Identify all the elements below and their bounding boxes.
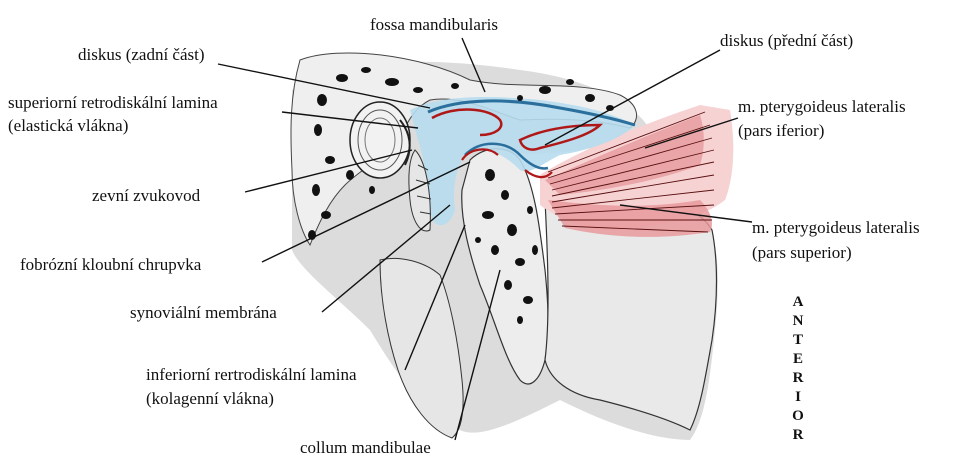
orientation-letter: O [792, 408, 804, 424]
label-collum-mandibulae: collum mandibulae [300, 438, 431, 457]
orientation-letter: R [793, 427, 804, 443]
orientation-letter: N [793, 313, 804, 329]
label-zevni-zvukovod: zevní zvukovod [92, 186, 201, 205]
label-pterygoideus-superior-line2: (pars superior) [752, 243, 852, 262]
label-diskus-zadni: diskus (zadní část) [78, 45, 205, 64]
orientation-letter: I [795, 389, 801, 405]
orientation-letter: E [793, 351, 803, 367]
label-inferiorni-line1: inferiorní rertrodiskální lamina [146, 365, 357, 384]
label-pterygoideus-iferior-line2: (pars iferior) [738, 121, 824, 140]
label-superiorni-line2: (elastická vlákna) [8, 116, 128, 135]
label-pterygoideus-iferior-line1: m. pterygoideus lateralis [738, 97, 906, 116]
ear-canal [350, 102, 410, 178]
orientation-letter: A [793, 294, 804, 310]
label-fossa-mandibularis: fossa mandibularis [370, 15, 498, 34]
orientation-letter: R [793, 370, 804, 386]
label-pterygoideus-superior-line1: m. pterygoideus lateralis [752, 218, 920, 237]
label-synovialni-membrana: synoviální membrána [130, 303, 277, 322]
orientation-label: A N T E R I O R [792, 294, 804, 443]
orientation-letter: T [793, 332, 803, 348]
label-inferiorni-line2: (kolagenní vlákna) [146, 389, 274, 408]
label-superiorni-line1: superiorní retrodiskální lamina [8, 93, 218, 112]
label-fibrozni-chrupavka: fobrózní kloubní chrupvka [20, 255, 202, 274]
label-diskus-predni: diskus (přední část) [720, 31, 853, 50]
